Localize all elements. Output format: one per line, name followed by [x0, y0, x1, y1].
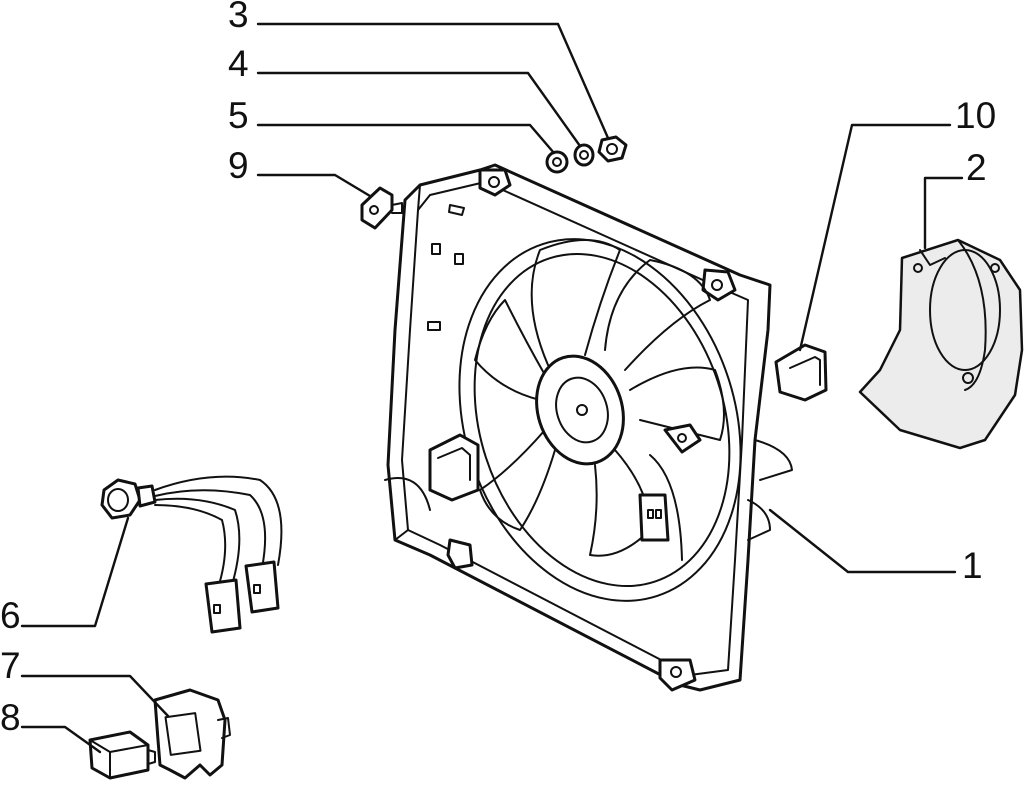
callout-7: 7	[0, 645, 21, 686]
connector-10	[774, 343, 828, 402]
relay	[88, 730, 156, 780]
spring-washer-part	[573, 143, 595, 167]
motor-cover	[858, 238, 1024, 450]
callout-9: 9	[228, 145, 249, 186]
thermal-switch-harness	[100, 475, 283, 634]
relay-bracket	[153, 688, 231, 780]
shroud-connector	[428, 433, 480, 502]
leader-lines	[20, 22, 964, 754]
callout-8: 8	[0, 697, 21, 738]
fan-blades	[474, 239, 725, 557]
callout-5: 5	[228, 95, 249, 136]
callout-2: 2	[966, 147, 987, 188]
callout-4: 4	[228, 43, 249, 84]
fan-hub	[535, 354, 625, 466]
callout-labels: 3 4 5 9 10 2 1 6 7 8	[0, 0, 996, 738]
callout-1: 1	[962, 545, 983, 586]
fan-motor	[638, 423, 793, 561]
flat-washer-part	[545, 150, 569, 174]
callout-3: 3	[228, 0, 249, 35]
callout-6: 6	[0, 595, 21, 636]
callout-10: 10	[955, 95, 996, 136]
nut-part	[597, 135, 628, 163]
nut-and-washers	[545, 135, 628, 174]
mounting-clip	[360, 186, 403, 230]
